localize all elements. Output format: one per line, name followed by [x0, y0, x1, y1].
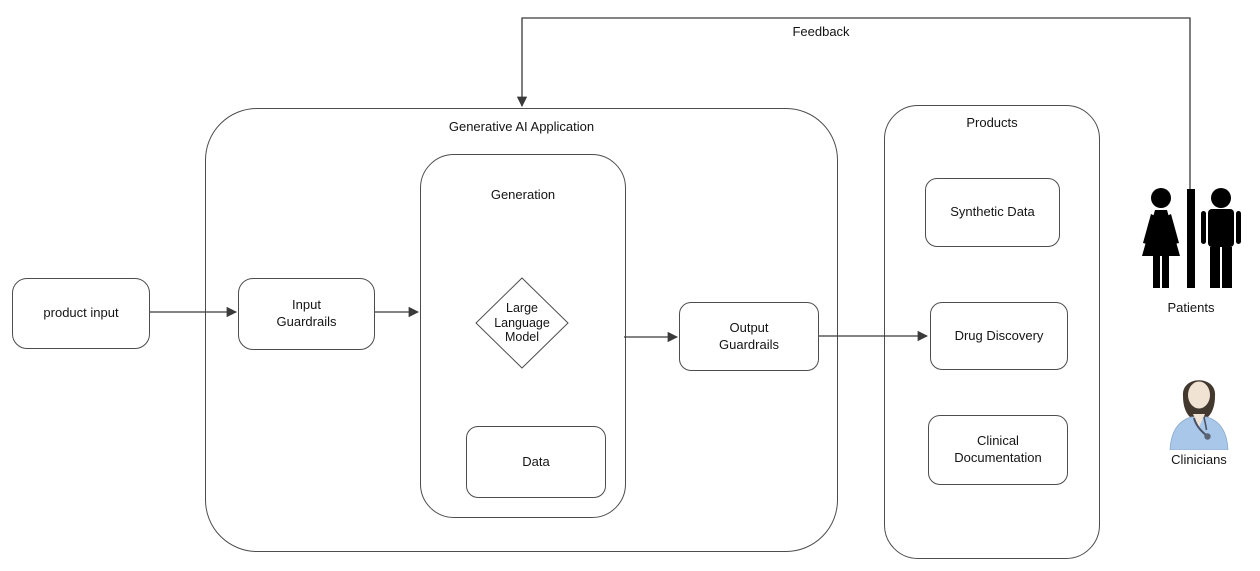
node-large-language-model: Large Language Model [494, 300, 550, 345]
stethoscope-tube [1193, 417, 1207, 436]
node-data: Data [466, 426, 606, 498]
male-figure-icon [1201, 188, 1241, 288]
clinician-neck [1193, 414, 1205, 427]
node-product-input: product input [12, 278, 150, 349]
female-figure-icon [1142, 188, 1180, 288]
node-drug-discovery: Drug Discovery [930, 302, 1068, 370]
node-output-guardrails: Output Guardrails [679, 302, 819, 371]
node-clinical-documentation: Clinical Documentation [928, 415, 1068, 485]
clinician-face [1188, 381, 1210, 409]
feedback-edge [516, 17, 1191, 189]
divider-bar [1187, 189, 1195, 288]
patients-icon [1142, 188, 1241, 288]
clinician-scrubs [1169, 416, 1229, 450]
clinicians-icon [1169, 380, 1229, 450]
stethoscope-chestpiece [1204, 433, 1211, 440]
diamond-shape [475, 277, 569, 369]
feedback-edge-label: Feedback [792, 24, 850, 39]
container-generation-label: Generation [490, 187, 556, 202]
container-products-label: Products [966, 115, 1018, 130]
clinicians-label: Clinicians [1171, 452, 1227, 467]
node-input-guardrails: Input Guardrails [238, 278, 375, 350]
node-synthetic-data: Synthetic Data [925, 178, 1060, 247]
stethoscope-tube-2 [1203, 416, 1208, 431]
container-generative-ai-application-label: Generative AI Application [448, 119, 595, 134]
node-large-language-model-shape [475, 277, 569, 369]
patients-label: Patients [1167, 300, 1215, 315]
